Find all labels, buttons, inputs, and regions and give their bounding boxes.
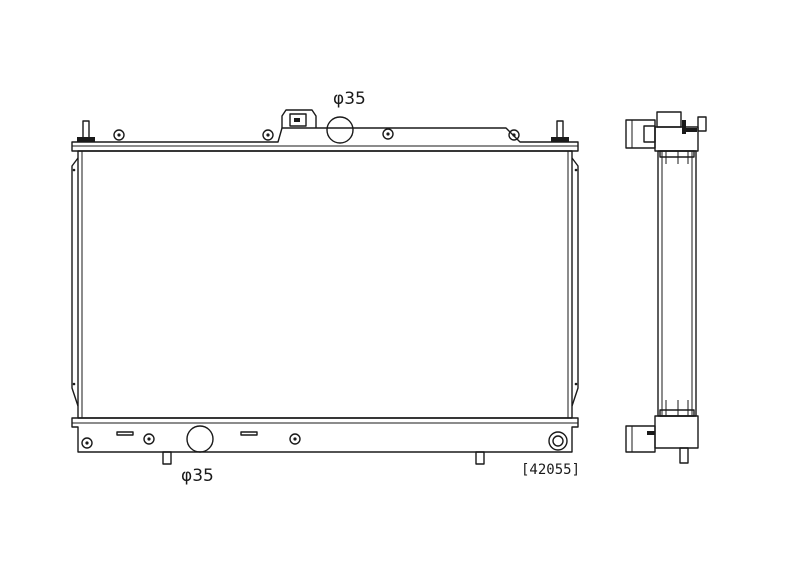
radiator-core	[77, 150, 573, 419]
bottom-tank-bolt	[81, 433, 301, 449]
radiator-side-view	[625, 111, 707, 464]
left-side-bracket	[71, 157, 79, 407]
top-tank	[71, 127, 579, 152]
bottom-right-mount-pin	[475, 451, 485, 465]
bottom-tank	[71, 417, 579, 453]
bottom-left-mount-pin	[162, 451, 172, 465]
side-bottom-tank	[625, 400, 699, 464]
part-number-label: [42055]	[521, 462, 580, 478]
bottom-outlet-pipe	[186, 425, 214, 453]
top-inlet-pipe	[326, 116, 354, 144]
side-top-tank	[625, 111, 707, 164]
top-left-mount-pin	[77, 120, 95, 142]
radiator-cap	[281, 109, 317, 128]
top-right-mount-pin	[551, 120, 569, 142]
bottom-outlet-diameter-label: φ35	[181, 466, 214, 486]
top-inlet-diameter-label: φ35	[333, 89, 366, 109]
radiator-front-view	[71, 109, 579, 465]
drain-plug	[548, 431, 568, 451]
side-core	[657, 150, 697, 417]
right-side-bracket	[571, 157, 579, 407]
top-tank-bolt	[113, 128, 520, 141]
